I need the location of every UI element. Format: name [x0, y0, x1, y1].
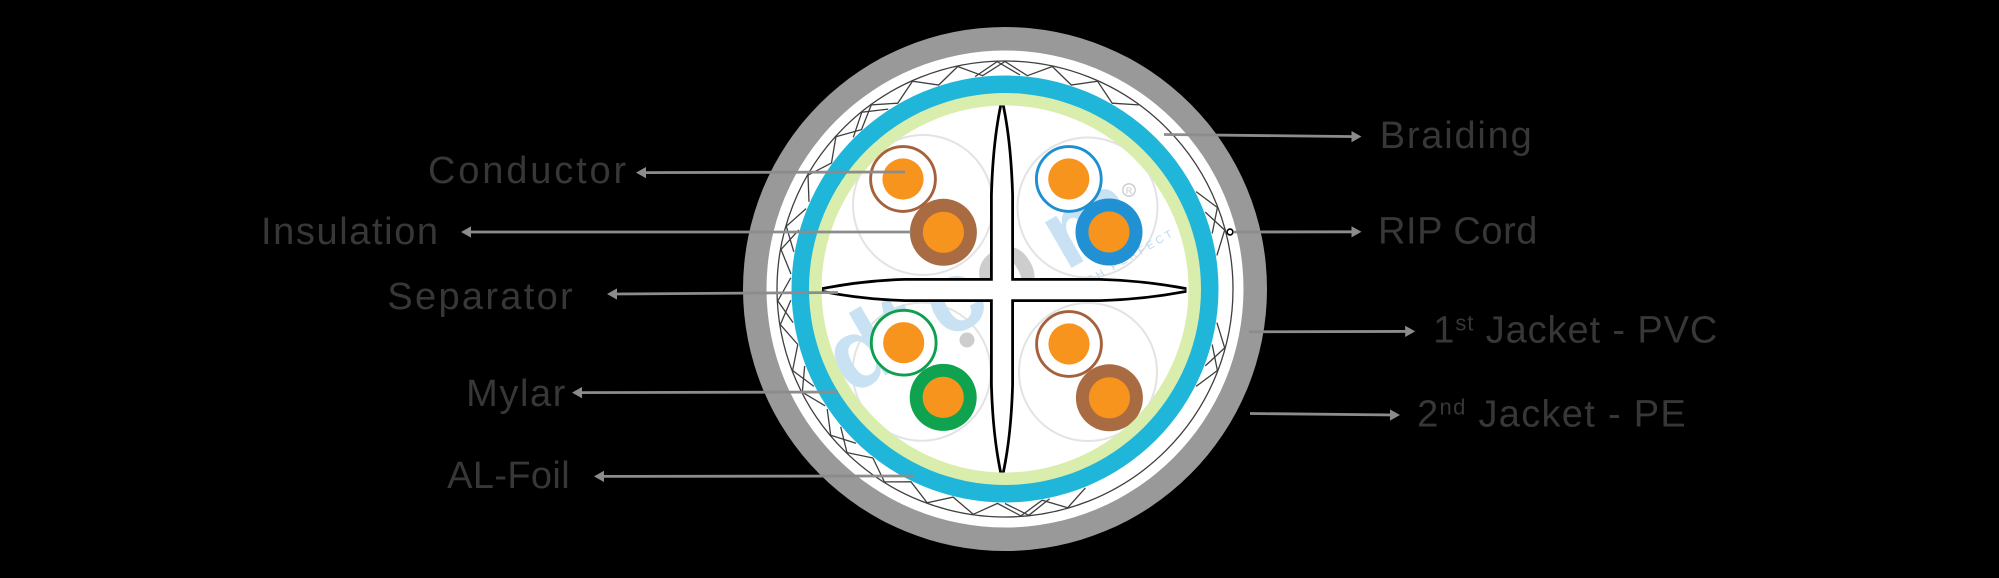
svg-text:Conductor: Conductor — [428, 150, 629, 192]
svg-text:2nd Jacket - PE: 2nd Jacket - PE — [1417, 394, 1687, 436]
svg-text:Separator: Separator — [387, 276, 575, 318]
svg-text:Mylar: Mylar — [466, 373, 567, 415]
svg-text:AL-Foil: AL-Foil — [447, 455, 570, 497]
svg-text:Insulation: Insulation — [261, 211, 440, 253]
svg-text:R: R — [1126, 186, 1133, 196]
svg-text:Braiding: Braiding — [1380, 115, 1534, 157]
svg-text:1st Jacket - PVC: 1st Jacket - PVC — [1433, 310, 1718, 352]
svg-text:RIP Cord: RIP Cord — [1378, 211, 1538, 253]
